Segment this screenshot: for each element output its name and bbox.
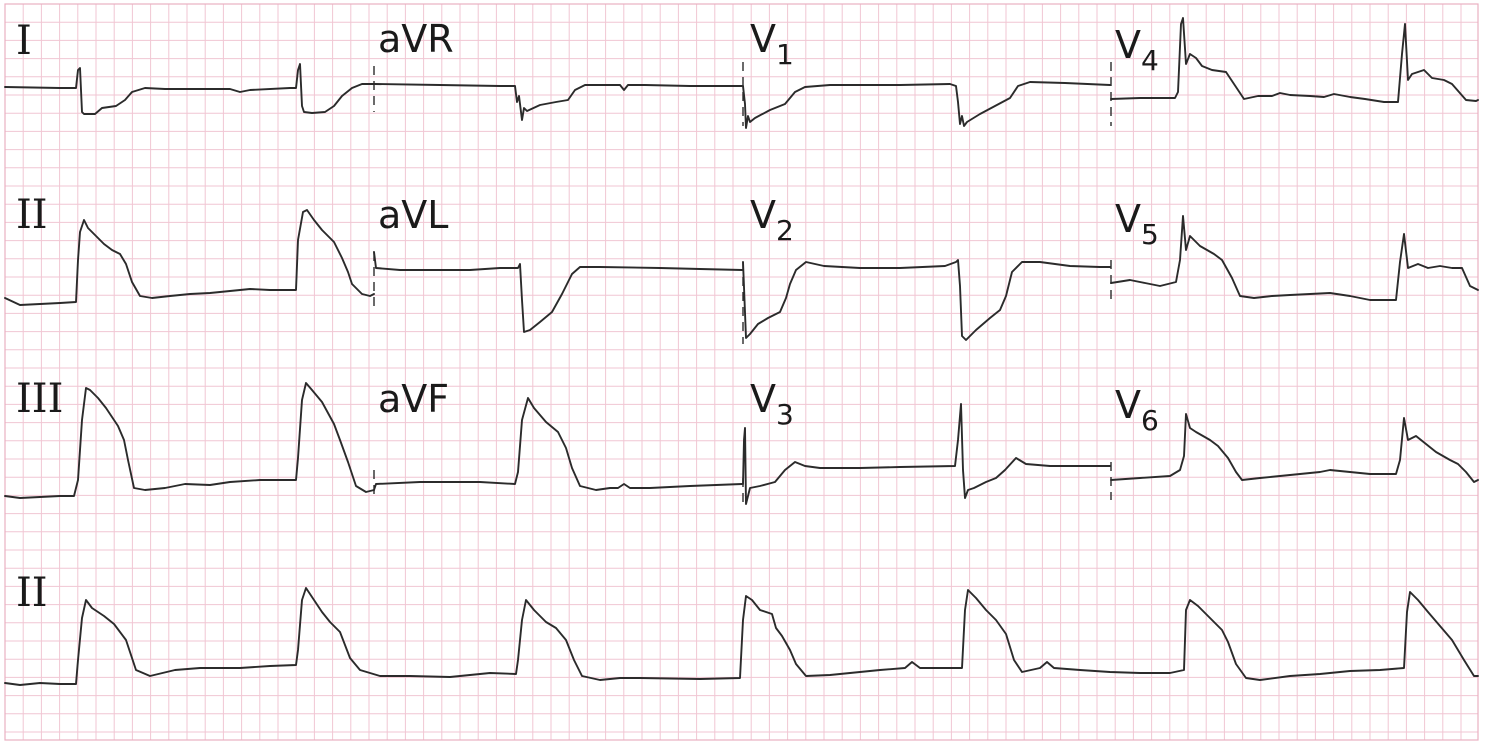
lead-label-V5: V5 [1115, 197, 1159, 251]
lead-label-V5-sub: 5 [1141, 218, 1159, 251]
lead-label-aVL: aVL [378, 193, 448, 237]
grid-border [4, 3, 1479, 741]
trace-lead-I [4, 63, 375, 115]
lead-label-aVR: aVR [378, 17, 454, 61]
lead-label-rhythm-II: II [16, 570, 48, 616]
lead-label-V4: V4 [1115, 23, 1159, 77]
trace-lead-V4 [1110, 17, 1479, 103]
lead-label-V2-base: V [750, 193, 776, 237]
lead-label-II: II [16, 192, 48, 238]
lead-label-V2: V2 [750, 193, 794, 247]
lead-label-V1-base: V [750, 17, 776, 61]
trace-rhythm-II [4, 587, 1479, 686]
lead-label-V4-base: V [1115, 23, 1141, 67]
lead-label-V1: V1 [750, 17, 794, 71]
lead-label-aVF: aVF [378, 377, 449, 421]
lead-label-V6-base: V [1115, 383, 1141, 427]
lead-label-V5-base: V [1115, 197, 1141, 241]
trace-lead-aVF [373, 397, 743, 491]
trace-lead-V6 [1110, 413, 1479, 483]
lead-label-V1-sub: 1 [776, 38, 794, 71]
trace-lead-V1 [742, 81, 1111, 129]
trace-lead-aVL [373, 251, 743, 333]
lead-label-III: III [16, 376, 63, 422]
lead-label-V2-sub: 2 [776, 214, 794, 247]
trace-lead-V5 [1110, 215, 1479, 301]
lead-label-V3-base: V [750, 377, 776, 421]
lead-label-V3-sub: 3 [776, 398, 794, 431]
trace-lead-aVR [373, 83, 743, 121]
lead-label-V4-sub: 4 [1141, 44, 1159, 77]
trace-lead-III [4, 382, 375, 499]
lead-label-V6: V6 [1115, 383, 1159, 437]
trace-lead-V3 [742, 403, 1111, 505]
trace-lead-II [4, 209, 375, 306]
lead-label-V3: V3 [750, 377, 794, 431]
lead-label-I: I [16, 18, 32, 64]
trace-lead-V2 [742, 259, 1111, 341]
lead-label-V6-sub: 6 [1141, 404, 1159, 437]
